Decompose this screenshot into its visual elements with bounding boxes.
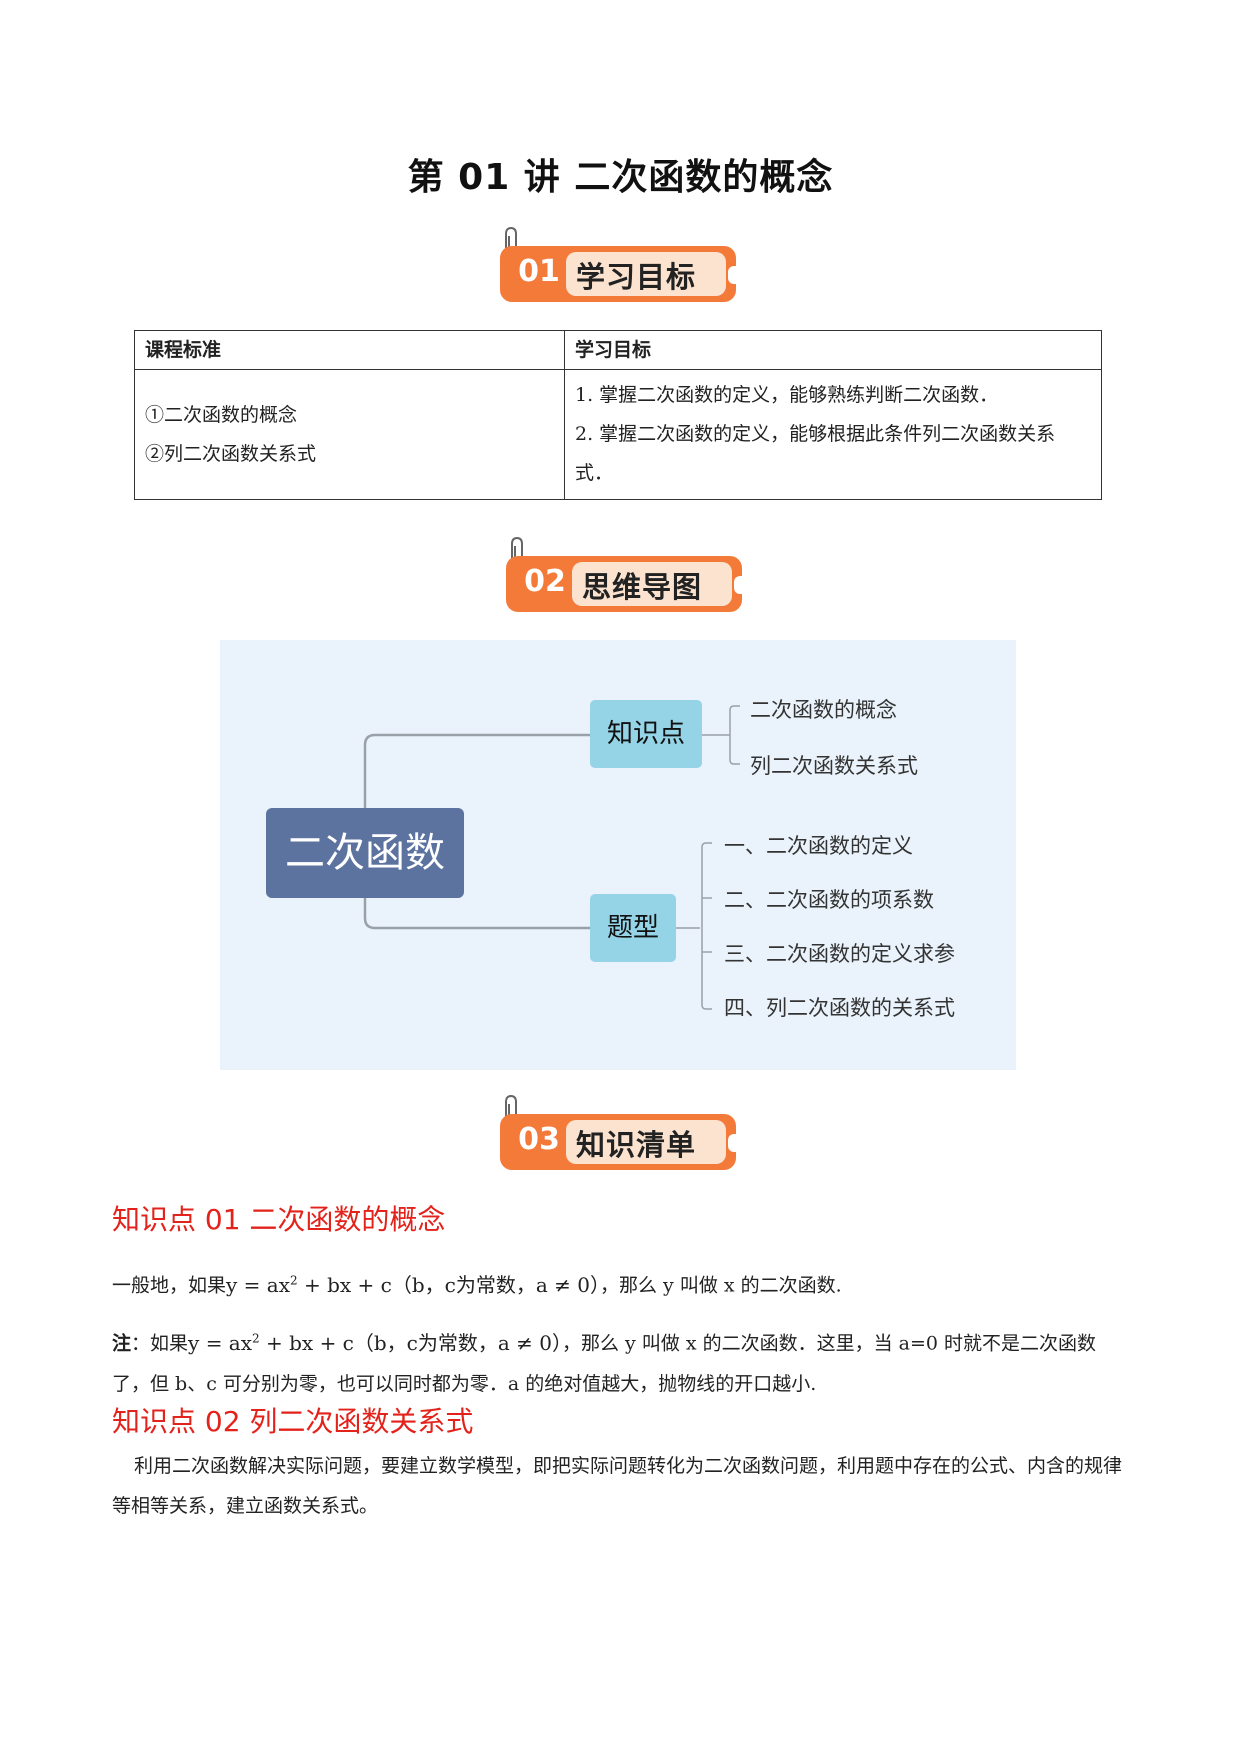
mind-map: 二次函数 知识点 题型 二次函数的概念 列二次函数关系式 一、二次函数的定义 二… — [220, 640, 1016, 1070]
table-header-goal: 学习目标 — [564, 330, 1102, 370]
mind-map-connectors — [363, 705, 740, 1010]
section-banner-goals: 01 学习目标 — [500, 226, 740, 302]
mindmap-leaf: 二、二次函数的项系数 — [724, 888, 934, 912]
quadratic-formula: y = ax2 + bx + c（b，c为常数，a ≠ 0） — [188, 1330, 563, 1355]
knowledge-point-2-text: 利用二次函数解决实际问题，要建立数学模型，即把实际问题转化为二次函数问题，利用题… — [112, 1455, 1123, 1517]
objectives-cell: 1. 掌握二次函数的定义，能够熟练判断二次函数． 2. 掌握二次函数的定义，能够… — [564, 369, 1102, 500]
mindmap-branch-question-types: 题型 — [590, 894, 676, 962]
knowledge-point-1-title: 知识点 01 二次函数的概念 — [112, 1203, 446, 1236]
mindmap-leaf: 列二次函数关系式 — [750, 754, 918, 778]
mindmap-branch-knowledge: 知识点 — [590, 700, 702, 768]
table-header-standard: 课程标准 — [134, 330, 565, 370]
objective-item: 1. 掌握二次函数的定义，能够熟练判断二次函数． — [575, 384, 999, 406]
knowledge-point-2-title: 知识点 02 列二次函数关系式 — [112, 1405, 474, 1438]
standards-cell: ①二次函数的概念 ②列二次函数关系式 — [134, 369, 565, 500]
section-banner-knowledge-list: 03 知识清单 — [500, 1094, 740, 1170]
mindmap-leaf: 一、二次函数的定义 — [724, 834, 913, 858]
mindmap-leaf: 四、列二次函数的关系式 — [724, 996, 955, 1020]
mindmap-leaf: 二次函数的概念 — [750, 698, 897, 722]
quadratic-formula: y = ax2 + bx + c（b，c为常数，a ≠ 0） — [226, 1272, 600, 1297]
document-title: 第 01 讲 二次函数的概念 — [407, 157, 834, 198]
standard-item: ①二次函数的概念 — [145, 403, 298, 426]
knowledge-point-1-definition: 一般地，如果y = ax2 + bx + c（b，c为常数，a ≠ 0），那么 … — [112, 1272, 842, 1297]
note-label: 注 — [112, 1332, 132, 1355]
learning-goals-table: 课程标准 学习目标 ①二次函数的概念 ②列二次函数关系式 1. 掌握二次函数的定… — [134, 330, 1102, 500]
mindmap-leaf: 三、二次函数的定义求参 — [724, 942, 955, 966]
standard-item: ②列二次函数关系式 — [145, 442, 317, 465]
objective-item: 2. 掌握二次函数的定义，能够根据此条件列二次函数关系式． — [575, 423, 1056, 484]
mindmap-root-node: 二次函数 — [266, 808, 464, 898]
section-banner-mindmap: 02 思维导图 — [506, 536, 746, 612]
knowledge-point-1-note: 注：如果y = ax2 + bx + c（b，c为常数，a ≠ 0），那么 y … — [112, 1330, 1097, 1395]
